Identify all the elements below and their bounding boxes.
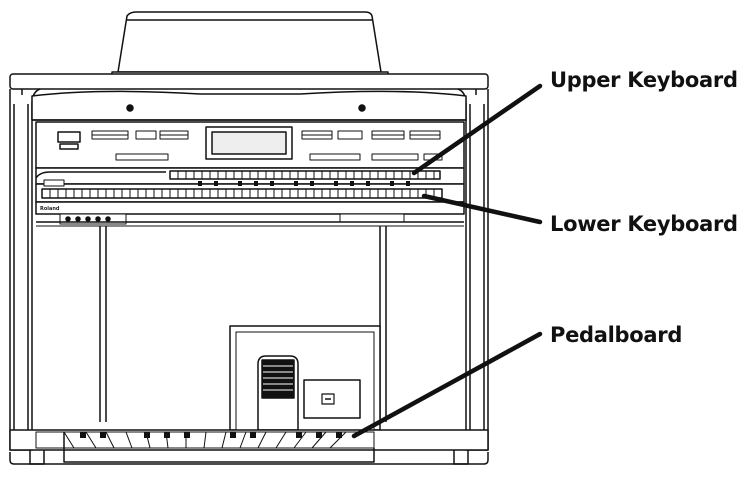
pedal-keys bbox=[63, 431, 347, 449]
lower-cabinet bbox=[36, 221, 464, 422]
upper-keyboard-label: Upper Keyboard bbox=[550, 68, 738, 92]
expression-pedal bbox=[257, 355, 299, 431]
roland-brand-mark: Roland bbox=[40, 206, 60, 212]
music-rest bbox=[111, 11, 389, 82]
cabinet-top bbox=[9, 73, 489, 95]
lower-keyboard-label: Lower Keyboard bbox=[550, 212, 738, 236]
lower-keyboard-leader bbox=[421, 193, 543, 225]
keyboard-front-rail bbox=[35, 201, 465, 225]
upper-keys bbox=[177, 171, 435, 179]
lower-keys bbox=[49, 189, 435, 198]
upper-panel bbox=[31, 90, 467, 121]
keyboard-black-keys bbox=[198, 181, 410, 186]
panel-buttons bbox=[91, 130, 443, 161]
pedal-sharps bbox=[80, 432, 342, 438]
pedalboard-label: Pedalboard bbox=[550, 323, 683, 347]
pedal-switch-box bbox=[303, 379, 361, 419]
upper-keyboard-leader bbox=[411, 83, 543, 176]
svg-text:Roland: Roland bbox=[40, 206, 60, 212]
pedalboard-leader bbox=[351, 331, 543, 439]
control-panel bbox=[35, 121, 465, 169]
